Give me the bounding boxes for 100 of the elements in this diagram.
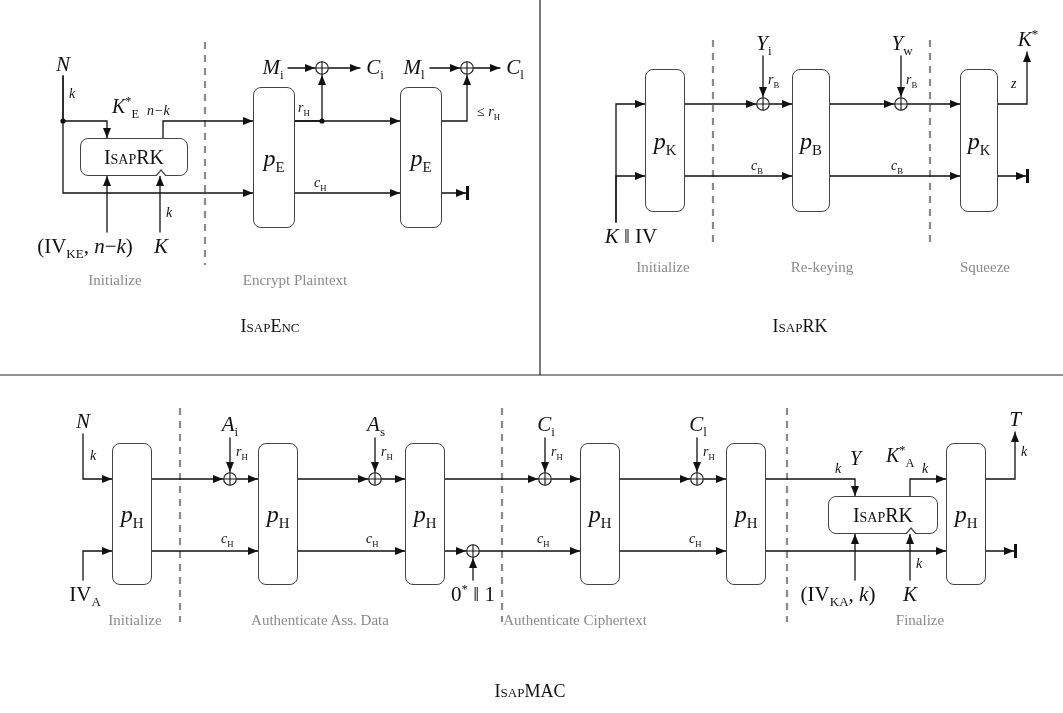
arrow (684, 100, 757, 108)
arrow (473, 64, 501, 72)
variable-label: C$_{i}$ (360, 54, 390, 80)
xor-symbol (894, 97, 908, 111)
xor-symbol (368, 472, 382, 486)
arrow (765, 478, 859, 497)
arrow (469, 557, 477, 581)
arrow (381, 475, 406, 483)
arrow (985, 431, 1019, 480)
variable-label: C$_{l}$ (500, 54, 530, 80)
permutation-box: p$_{K}$ (645, 69, 685, 212)
phase-label: Authenticate Ciphertext (503, 612, 647, 629)
arrow (82, 433, 113, 483)
arrow (162, 117, 254, 139)
arrow (444, 475, 539, 483)
arrow (759, 55, 767, 98)
permutation-box: p$_{H}$ (726, 443, 766, 585)
arrow (985, 547, 1015, 555)
end-bar (466, 186, 469, 200)
xor-symbol (538, 472, 552, 486)
variable-label: K ‖ IV (588, 222, 674, 250)
arrow (703, 475, 727, 483)
arrow (619, 475, 691, 483)
variable-label: Y$_{w}$ (886, 30, 918, 56)
permutation-box: p$_{E}$ (253, 87, 295, 228)
arrow (151, 475, 224, 483)
arrow (156, 175, 164, 233)
arrow (297, 475, 369, 483)
permutation-box: p$_{H}$ (946, 443, 986, 585)
rekeying-box: IsapRK (80, 138, 188, 176)
arrow (371, 437, 379, 473)
variable-label: M$_{l}$ (398, 54, 430, 80)
xor-symbol (756, 97, 770, 111)
arrow (429, 64, 461, 72)
variable-label: A$_{i}$ (216, 410, 244, 438)
phase-label: Initialize (108, 612, 162, 629)
arrow (551, 475, 581, 483)
variable-label: N (53, 52, 73, 76)
phase-label: Encrypt Plaintext (242, 272, 348, 289)
phase-label: Initialize (636, 259, 690, 276)
permutation-box: p$_{E}$ (400, 87, 442, 228)
permutation-box: p$_{H}$ (405, 443, 445, 585)
arrow (441, 189, 467, 197)
section-title: IsapMAC (494, 682, 566, 702)
arrow (297, 547, 406, 555)
arrow (287, 64, 316, 72)
variable-label: N (73, 408, 93, 434)
variable-label: Y (850, 447, 862, 469)
arrow (294, 189, 401, 197)
variable-label: IV$_{A}$ (64, 580, 106, 608)
arrow (829, 172, 961, 180)
variable-label: (IV$_{KE}$, n−k) (22, 232, 148, 260)
phase-label: Initialize (88, 272, 142, 289)
arrow (619, 547, 727, 555)
arrow (684, 172, 793, 180)
arrow (769, 100, 793, 108)
phase-label: Authenticate Ass. Data (251, 612, 389, 629)
arrow (103, 175, 111, 233)
arrow (693, 437, 701, 473)
arrow (328, 64, 361, 72)
arrow (851, 533, 859, 581)
xor-symbol (690, 472, 704, 486)
end-bar (1026, 169, 1029, 183)
arrow (765, 547, 947, 555)
arrow (541, 437, 549, 473)
permutation-box: p$_{H}$ (258, 443, 298, 585)
permutation-box: p$_{H}$ (580, 443, 620, 585)
arrow (997, 51, 1031, 105)
xor-symbol (466, 544, 480, 558)
arrow (441, 74, 471, 122)
variable-label: C$_{i}$ (531, 410, 561, 438)
arrow (909, 475, 947, 497)
variable-label: T (1004, 406, 1026, 432)
arrow (236, 475, 259, 483)
section-title: IsapEnc (240, 317, 300, 337)
section-title: IsapRK (772, 317, 828, 337)
permutation-box: p$_{H}$ (112, 443, 152, 585)
variable-label: K (899, 580, 921, 608)
arrow (829, 100, 895, 108)
arrow (226, 437, 234, 473)
variable-label: A$_{s}$ (361, 410, 391, 438)
arrow (62, 75, 254, 197)
xor-symbol (460, 61, 474, 75)
arrow (907, 100, 961, 108)
rekeying-box: IsapRK (828, 496, 938, 534)
variable-label: M$_{i}$ (258, 54, 288, 80)
variable-label: K (150, 232, 172, 260)
end-bar (1014, 544, 1017, 558)
permutation-box: p$_{B}$ (792, 69, 830, 212)
xor-symbol (315, 61, 329, 75)
arrow (906, 533, 914, 581)
phase-label: Squeeze (960, 259, 1010, 276)
xor-symbol (223, 472, 237, 486)
permutation-box: p$_{K}$ (960, 69, 998, 212)
phase-label: Re-keying (790, 259, 854, 276)
arrow (151, 547, 259, 555)
arrow (997, 172, 1027, 180)
arrow (615, 172, 646, 223)
variable-label: Y$_{i}$ (749, 30, 779, 56)
variable-label: C$_{l}$ (683, 410, 713, 438)
